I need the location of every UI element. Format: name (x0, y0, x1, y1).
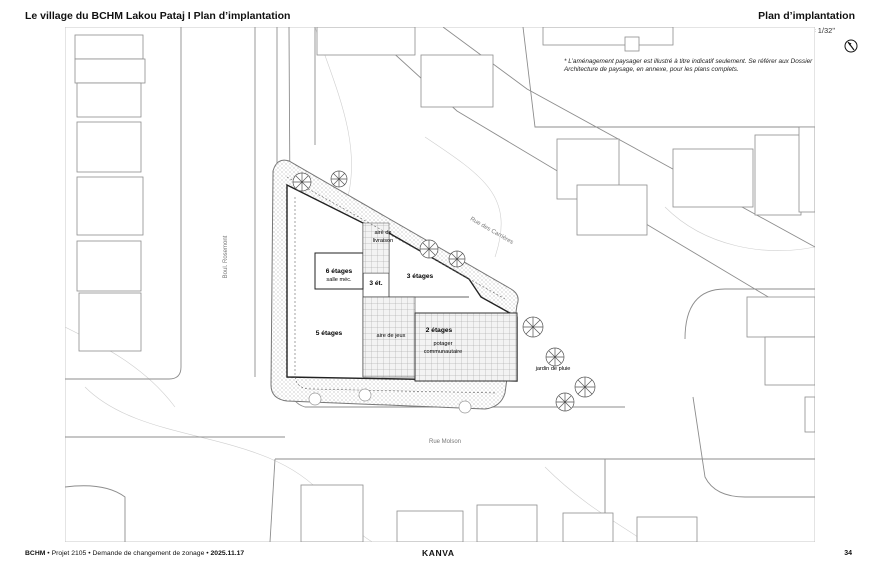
street-label-west: Boul. Rosemont (223, 235, 229, 278)
footer-sep-1: • (47, 550, 52, 557)
neighbouring-buildings (74, 27, 815, 542)
label-rain-garden: jardin de pluie (535, 366, 571, 372)
label-garden-2: communautaire (424, 349, 463, 355)
label-2-floors: 2 étages (426, 327, 453, 334)
landscaping-note: * L’aménagement paysager est illustré à … (564, 58, 813, 74)
footer-project: Projet 2105 (51, 550, 87, 557)
footer-request: Demande de changement de zonage (92, 550, 205, 557)
street-label-south: Rue Molson (429, 439, 461, 445)
label-delivery-1: aire de (374, 230, 391, 236)
document-title: Le village du BCHM Lakou Pataj I Plan d’… (25, 10, 291, 22)
footer-sep-3: • (206, 550, 211, 557)
kanva-logo: KANVA (422, 548, 455, 558)
label-5-floors: 5 étages (316, 330, 343, 337)
footer-info: BCHM • Projet 2105 • Demande de changeme… (25, 550, 244, 557)
footer-date: 2025.11.17 (210, 550, 245, 557)
footer-org: BCHM (25, 550, 46, 557)
site-triangle (270, 159, 519, 410)
label-3-floors: 3 étages (407, 273, 434, 280)
label-3-floors-small: 3 ét. (369, 280, 382, 287)
label-delivery-2: livraison (373, 238, 394, 244)
site-plan: Boul. Rosemont Rue des Carrières Rue Mol… (65, 27, 815, 542)
trees (292, 170, 596, 414)
label-playground: aire de jeux (377, 333, 406, 339)
label-6-floors: 6 étages (326, 268, 353, 275)
page-number: 34 (844, 550, 852, 557)
north-arrow-icon (844, 39, 858, 53)
section-title: Plan d’implantation (758, 10, 855, 22)
footer-sep-2: • (88, 550, 93, 557)
label-garden-1: potager (434, 341, 453, 347)
label-mech-room: salle méc. (326, 277, 352, 283)
